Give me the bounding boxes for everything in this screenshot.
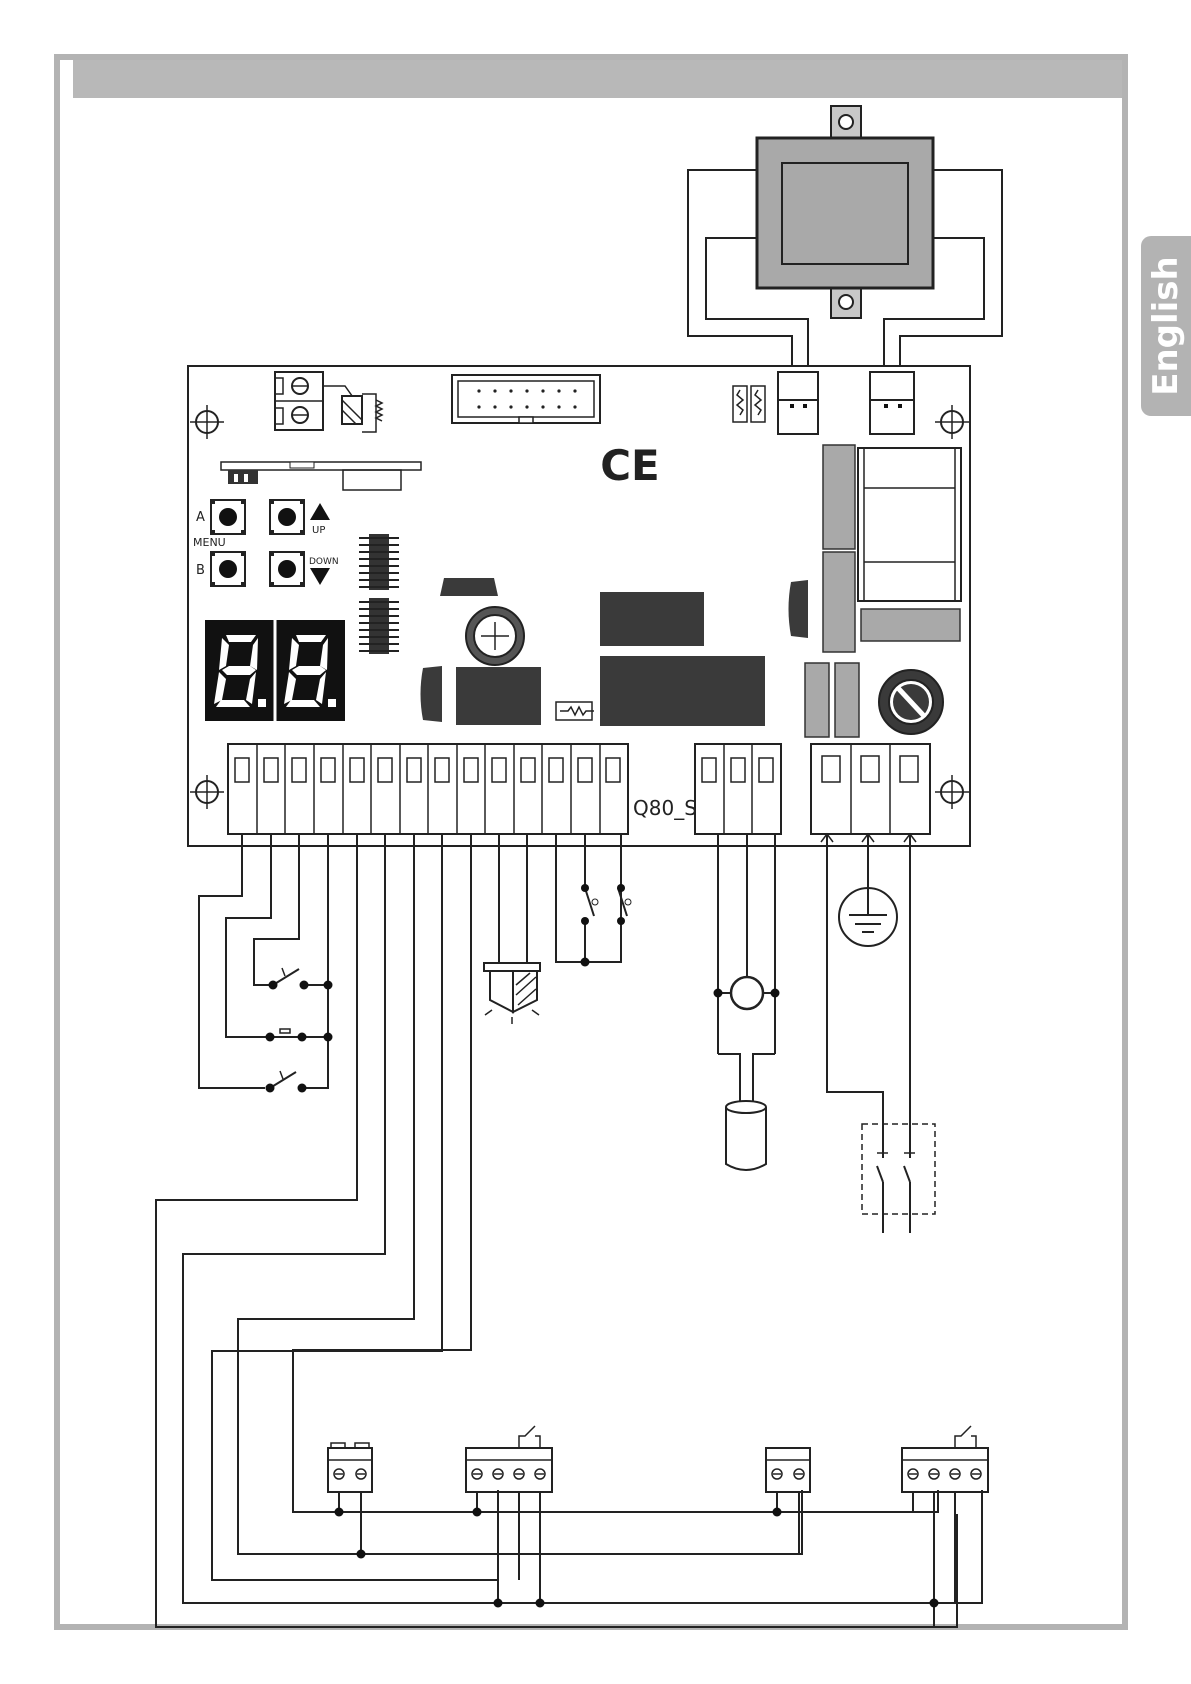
seven-segment-display xyxy=(205,620,345,721)
safety-device-wiring xyxy=(156,834,982,1627)
trimmer-icon xyxy=(879,670,943,734)
button-a-label: A xyxy=(196,510,205,525)
button-b-label: B xyxy=(196,563,205,578)
warning-lamp-icon xyxy=(484,834,540,1024)
down-label: DOWN xyxy=(309,557,339,567)
limit-switch-wiring xyxy=(556,834,631,967)
capacitor-icon xyxy=(466,607,524,665)
menu-label: MENU xyxy=(193,536,226,549)
mains-input xyxy=(821,834,935,1233)
transformer-icon xyxy=(757,106,933,318)
command-button-wiring xyxy=(199,834,333,1093)
motor-icon xyxy=(731,977,763,1009)
up-label: UP xyxy=(312,525,325,536)
isolator-switch xyxy=(862,1124,935,1214)
capacitor-icon xyxy=(726,1101,766,1170)
terminal-block-icon xyxy=(328,1426,988,1492)
earth-ground-icon xyxy=(839,883,897,946)
motor-wiring xyxy=(714,834,780,1170)
board-model-label: Q80_S xyxy=(633,796,697,820)
ce-mark: CE xyxy=(600,441,660,490)
